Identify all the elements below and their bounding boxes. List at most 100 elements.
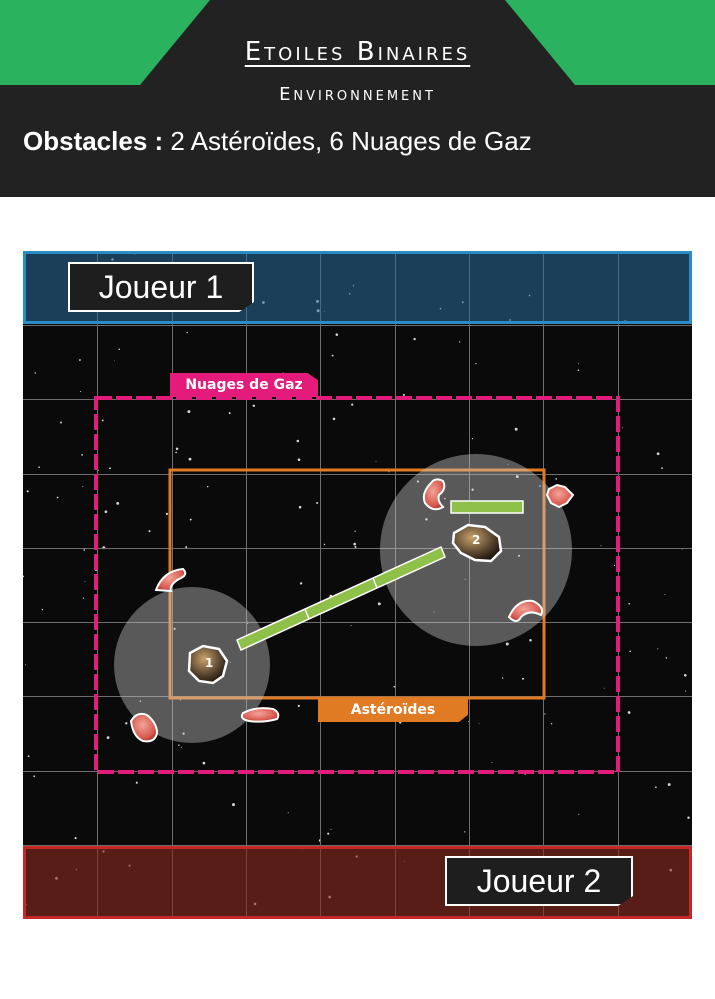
star <box>667 783 671 786</box>
star <box>83 549 86 551</box>
star <box>106 736 110 739</box>
star <box>332 417 336 421</box>
short-range-ruler <box>450 500 524 514</box>
star <box>491 762 493 764</box>
gas-cloud-4 <box>507 599 543 622</box>
gas-cloud-6 <box>240 707 280 723</box>
star <box>350 625 352 627</box>
star <box>444 497 446 500</box>
star <box>331 354 334 357</box>
header: Etoiles Binaires Environnement Obstacles… <box>0 0 715 197</box>
star <box>664 594 666 596</box>
star <box>297 704 300 708</box>
star <box>685 690 687 692</box>
star <box>327 832 330 835</box>
star <box>38 466 40 468</box>
star <box>41 608 44 611</box>
star <box>459 341 461 343</box>
star <box>179 699 181 701</box>
star <box>56 496 59 499</box>
star <box>627 711 631 714</box>
star <box>507 464 509 466</box>
star <box>60 421 62 424</box>
gas-cloud-zone <box>94 396 620 774</box>
star <box>656 452 660 456</box>
star <box>178 744 180 747</box>
star <box>578 363 580 365</box>
star <box>316 502 319 504</box>
asteroid-1-number: 1 <box>205 656 214 670</box>
star <box>139 700 142 702</box>
star <box>148 530 151 533</box>
star <box>578 813 580 815</box>
star <box>298 505 302 509</box>
gas-cloud-2 <box>422 478 446 511</box>
star <box>353 542 357 546</box>
star <box>180 746 182 748</box>
asteroid-2 <box>451 523 503 563</box>
star <box>539 485 541 487</box>
star <box>74 837 77 840</box>
star <box>475 362 477 365</box>
star <box>354 530 356 532</box>
star <box>529 639 532 642</box>
star <box>252 404 256 408</box>
star <box>613 564 616 567</box>
star <box>232 803 235 807</box>
star <box>687 816 690 819</box>
star <box>464 831 466 833</box>
asteroid-2-number: 2 <box>472 533 481 547</box>
star <box>433 611 435 613</box>
star <box>471 488 474 491</box>
player2-label: Joueur 2 <box>445 856 633 906</box>
star <box>114 360 115 362</box>
gas-zone-label: Nuages de Gaz <box>170 373 318 397</box>
board-map <box>23 251 692 919</box>
star <box>296 439 300 443</box>
star <box>27 755 30 758</box>
scenario-subtitle: Environnement <box>279 84 436 105</box>
player1-label: Joueur 1 <box>68 262 254 312</box>
star <box>577 369 580 371</box>
star <box>661 467 663 469</box>
asteroid-1 <box>187 644 229 685</box>
star <box>188 457 192 461</box>
star <box>393 685 396 688</box>
star <box>628 602 631 605</box>
star <box>34 372 36 374</box>
star <box>78 359 81 361</box>
star <box>297 458 301 461</box>
star <box>189 518 192 521</box>
star <box>471 438 474 440</box>
star <box>101 419 104 422</box>
star <box>478 722 480 724</box>
star <box>425 518 428 521</box>
star <box>683 673 687 677</box>
star <box>375 460 377 462</box>
star <box>464 578 466 580</box>
scenario-title: Etoiles Binaires <box>244 37 471 67</box>
star <box>82 597 85 599</box>
range-ruler <box>236 545 446 652</box>
obstacles-label: Obstacles : <box>23 126 164 156</box>
star <box>622 427 624 429</box>
star <box>104 510 108 514</box>
star <box>175 451 177 454</box>
star <box>202 761 206 765</box>
star <box>515 475 519 479</box>
star <box>187 410 191 414</box>
star <box>416 480 419 483</box>
star <box>229 661 231 663</box>
board-grid <box>23 251 692 919</box>
star <box>402 393 405 396</box>
star <box>521 677 525 680</box>
star <box>287 812 289 814</box>
star <box>116 501 120 505</box>
star <box>335 333 339 336</box>
star <box>118 348 120 351</box>
star <box>182 732 185 735</box>
star <box>186 331 188 334</box>
star <box>165 512 169 516</box>
star <box>109 467 111 470</box>
star <box>299 582 303 585</box>
